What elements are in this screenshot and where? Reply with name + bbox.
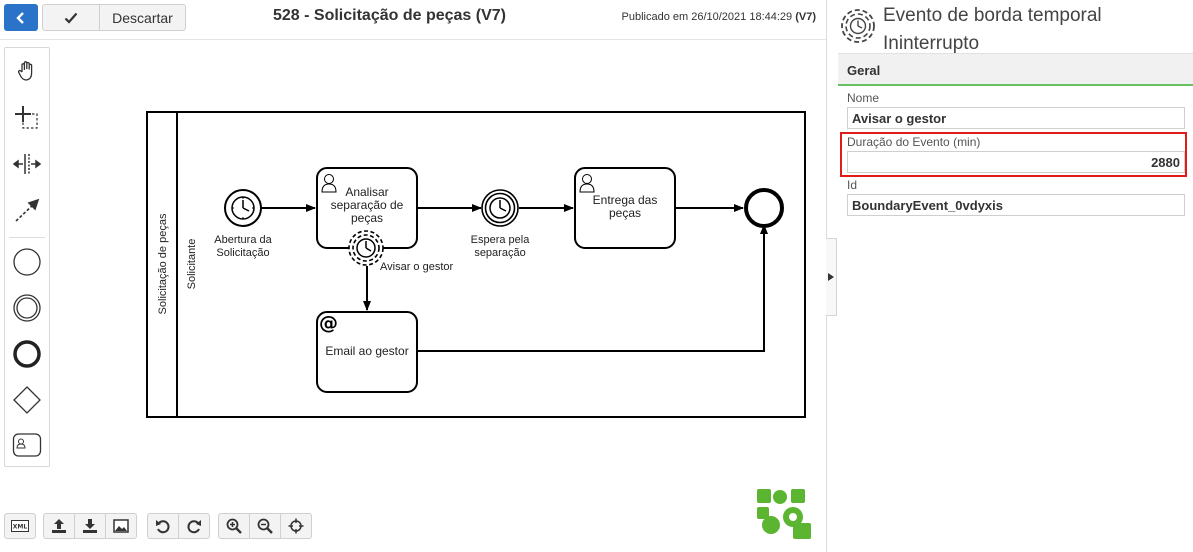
redo-icon <box>187 520 201 534</box>
pool[interactable] <box>146 111 806 418</box>
zoom-out-icon <box>257 518 273 534</box>
connect-tool[interactable] <box>5 190 49 230</box>
boundary-event-label: Avisar o gestor <box>380 261 454 273</box>
download-button[interactable] <box>74 513 106 539</box>
lasso-tool-icon <box>15 106 38 129</box>
bpmn-diagram <box>146 111 806 418</box>
redo-button[interactable] <box>178 513 210 539</box>
check-icon <box>64 12 78 24</box>
at-sign-icon: @ <box>319 312 338 334</box>
space-tool-icon <box>13 154 41 174</box>
task-entrega-label: Entrega das peças <box>592 193 658 220</box>
upload-button[interactable] <box>43 513 75 539</box>
svg-text:XML: XML <box>13 524 28 531</box>
end-event-icon <box>13 340 41 368</box>
start-event-tool[interactable] <box>5 242 49 282</box>
task-email[interactable] <box>316 311 418 393</box>
page-title: 528 - Solicitação de peças (V7) <box>273 7 506 24</box>
upload-icon <box>52 519 66 533</box>
xml-icon: XML <box>11 520 29 532</box>
end-event-tool[interactable] <box>5 334 49 374</box>
connect-tool-icon <box>15 198 40 222</box>
confirm-button[interactable] <box>42 4 100 31</box>
intermediate-timer-event[interactable] <box>481 189 519 227</box>
published-version: (V7) <box>795 11 816 23</box>
gateway-tool[interactable] <box>5 380 49 420</box>
highlight-box <box>840 132 1187 177</box>
start-timer-event[interactable] <box>224 189 262 227</box>
name-label: Nome <box>847 91 880 105</box>
space-tool[interactable] <box>5 144 49 184</box>
start-event-icon <box>13 248 41 276</box>
task-email-label: Email ao gestor <box>325 344 409 358</box>
tool-palette <box>4 47 50 467</box>
center-icon <box>288 518 304 534</box>
user-task-icon <box>12 433 42 457</box>
export-image-button[interactable] <box>105 513 137 539</box>
xml-group: XML <box>4 513 36 539</box>
hand-tool-icon <box>17 61 33 81</box>
pool-label: Solicitação de peças <box>157 213 169 315</box>
chevron-left-icon <box>16 11 24 24</box>
flow-email-end <box>417 224 768 352</box>
intermediate-event-tool[interactable] <box>5 288 49 328</box>
history-group <box>147 513 210 539</box>
image-icon <box>113 519 129 533</box>
lane-label: Solicitante <box>186 238 198 290</box>
id-field[interactable] <box>847 194 1185 216</box>
panel-title: Evento de borda temporal Ininterrupto <box>883 5 1102 54</box>
user-task-icon <box>321 174 337 193</box>
brand-logo <box>757 489 811 539</box>
top-toolbar: Descartar 528 - Solicitação de peças (V7… <box>0 0 826 40</box>
start-event-label: Abertura da Solicitação <box>214 234 272 259</box>
diagram-canvas[interactable]: @ Solicitação de peças Solicitante Abert… <box>0 40 826 552</box>
collapse-panel-toggle[interactable] <box>826 238 837 316</box>
gateway-icon <box>13 386 41 414</box>
boundary-timer-event[interactable] <box>348 230 384 266</box>
zoom-group <box>218 513 312 539</box>
lasso-tool[interactable] <box>5 98 49 138</box>
center-button[interactable] <box>280 513 312 539</box>
discard-button[interactable]: Descartar <box>100 4 186 31</box>
duration-label: Duração do Evento (min) <box>847 135 981 149</box>
end-event[interactable] <box>744 188 784 228</box>
published-info: Publicado em 26/10/2021 18:44:29 (V7) <box>622 11 816 23</box>
zoom-in-icon <box>226 518 242 534</box>
hand-tool[interactable] <box>5 51 49 91</box>
xml-button[interactable]: XML <box>4 513 36 539</box>
user-task-icon <box>579 174 595 193</box>
boundary-timer-icon <box>841 9 875 43</box>
published-date: Publicado em 26/10/2021 18:44:29 <box>621 11 793 23</box>
triangle-right-icon <box>828 273 834 281</box>
undo-icon <box>156 520 170 534</box>
download-icon <box>83 519 97 533</box>
section-geral[interactable]: Geral <box>838 53 1193 86</box>
intermediate-event-icon <box>13 294 41 322</box>
intermediate-event-label: Espera pela separação <box>470 234 530 259</box>
back-button[interactable] <box>4 4 38 31</box>
palette-divider <box>9 237 45 238</box>
zoom-out-button[interactable] <box>249 513 281 539</box>
name-field[interactable] <box>847 107 1185 129</box>
id-label: Id <box>847 178 858 192</box>
undo-button[interactable] <box>147 513 179 539</box>
user-task-tool[interactable] <box>5 425 49 465</box>
task-analisar-label: Analisar separação de peças <box>330 185 404 225</box>
task-entrega[interactable] <box>574 167 676 249</box>
file-group <box>43 513 137 539</box>
save-discard-group: Descartar <box>42 4 186 31</box>
properties-panel: Evento de borda temporal Ininterrupto Ge… <box>838 0 1193 552</box>
zoom-in-button[interactable] <box>218 513 250 539</box>
duration-field[interactable] <box>847 151 1185 173</box>
